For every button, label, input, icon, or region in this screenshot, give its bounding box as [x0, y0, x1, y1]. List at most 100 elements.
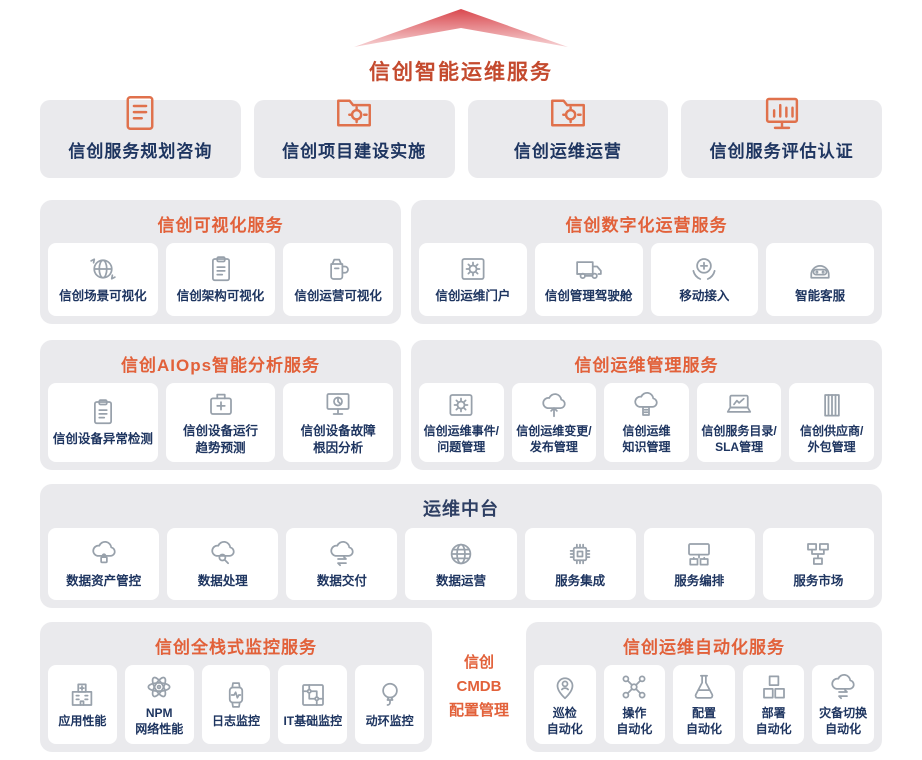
- circuit-board-icon: [298, 680, 328, 710]
- card-disaster-recovery-automation: 灾备切换 自动化: [812, 665, 874, 744]
- card-label: 信创运维事件/ 问题管理: [423, 423, 499, 454]
- monitor-pie-icon: [323, 389, 353, 419]
- card-label: 数据资产管控: [66, 573, 142, 588]
- card-facility-environment-monitoring: 动环监控: [355, 665, 424, 744]
- panel-middle-platform-cards: 数据资产管控 数据处理 数据交付 数据运营 服务集成: [48, 528, 874, 600]
- card-label: 灾备切换 自动化: [819, 705, 868, 736]
- top-service-evaluation-certification: 信创服务评估认证: [681, 100, 882, 178]
- card-anomaly-detection: 信创设备异常检测: [48, 383, 158, 462]
- card-label: 应用性能: [58, 713, 107, 728]
- card-inspection-automation: 巡检 自动化: [534, 665, 596, 744]
- cmdb-config-mgmt-label: 信创 CMDB 配置管理: [448, 654, 509, 719]
- bar-chart-icon: [761, 92, 803, 134]
- card-label: 信创管理驾驶舱: [544, 289, 633, 304]
- card-label: 信创设备异常检测: [52, 432, 153, 447]
- row-aiops-mgmt: 信创AIOps智能分析服务 信创设备异常检测 信创设备运行 趋势预测 信创设备故…: [40, 340, 882, 470]
- card-label: 数据处理: [197, 573, 248, 588]
- top-service-planning-consulting: 信创服务规划咨询: [40, 100, 241, 178]
- document-plan-icon: [119, 92, 161, 134]
- panel-ops-mgmt-title: 信创运维管理服务: [574, 356, 719, 375]
- panel-aiops-cards: 信创设备异常检测 信创设备运行 趋势预测 信创设备故障 根因分析: [48, 383, 394, 462]
- card-application-performance: 应用性能: [48, 665, 117, 744]
- cloud-search-icon: [208, 539, 238, 569]
- main-title: 信创智能运维服务: [369, 61, 553, 84]
- cloud-sync-icon: [327, 539, 357, 569]
- card-label: NPM 网络性能: [135, 705, 184, 736]
- cloud-sync-icon: [828, 672, 858, 702]
- screens-icon: [684, 539, 714, 569]
- card-incident-problem-mgmt: 信创运维事件/ 问题管理: [419, 383, 504, 462]
- panel-ops-mgmt: 信创运维管理服务 信创运维事件/ 问题管理 信创运维变更/ 发布管理 信创运维 …: [411, 340, 882, 470]
- card-label: 配置 自动化: [685, 705, 722, 736]
- panel-digital-ops-cards: 信创运维门户 信创管理驾驶舱 移动接入 智能客服: [419, 243, 874, 316]
- network-nodes-icon: [619, 672, 649, 702]
- card-label: 信创设备故障 根因分析: [300, 424, 376, 455]
- row-middle-platform: 运维中台 数据资产管控 数据处理 数据交付 数据运营: [40, 484, 882, 608]
- card-label: 信创供应商/ 外包管理: [800, 423, 864, 454]
- card-label: 移动接入: [679, 289, 730, 304]
- card-service-integration: 服务集成: [524, 528, 636, 600]
- medkit-icon: [206, 389, 236, 419]
- panel-automation-cards: 巡检 自动化 操作 自动化 配置 自动化 部署 自动化 灾备切换 自动化: [534, 665, 874, 744]
- mobile-access-icon: [689, 254, 719, 284]
- robot-icon: [805, 254, 835, 284]
- card-label: 巡检 自动化: [546, 705, 583, 736]
- panel-visualization: 信创可视化服务 信创场景可视化 信创架构可视化 信创运营可视化: [40, 200, 401, 324]
- card-data-processing: 数据处理: [167, 528, 279, 600]
- cloud-document-icon: [631, 390, 661, 420]
- cloud-upload-icon: [539, 390, 569, 420]
- card-deployment-automation: 部署 自动化: [742, 665, 805, 744]
- panel-automation: 信创运维自动化服务 巡检 自动化 操作 自动化 配置 自动化 部署 自动化: [526, 622, 882, 752]
- card-it-infrastructure-monitoring: IT基础监控: [278, 665, 348, 744]
- card-management-cockpit: 信创管理驾驶舱: [534, 243, 643, 316]
- card-label: 信创运营可视化: [294, 289, 382, 304]
- card-change-release-mgmt: 信创运维变更/ 发布管理: [511, 383, 597, 462]
- gear-panel-icon: [446, 390, 476, 420]
- card-vendor-outsourcing-mgmt: 信创供应商/ 外包管理: [789, 383, 874, 462]
- card-label: 服务编排: [674, 573, 725, 588]
- row-visualization-digital: 信创可视化服务 信创场景可视化 信创架构可视化 信创运营可视化 信创数字化运营服…: [40, 200, 882, 324]
- card-log-monitoring: 日志监控: [201, 665, 271, 744]
- card-operation-automation: 操作 自动化: [603, 665, 666, 744]
- up-arrow-shape: [354, 9, 568, 47]
- panel-ops-mgmt-cards: 信创运维事件/ 问题管理 信创运维变更/ 发布管理 信创运维 知识管理 信创服务…: [419, 383, 874, 462]
- card-trend-prediction: 信创设备运行 趋势预测: [165, 383, 276, 462]
- card-label: 信创服务目录/ SLA管理: [701, 423, 777, 454]
- container-icon: [817, 390, 847, 420]
- top-service-ops-operation: 信创运维运营: [467, 100, 669, 178]
- card-data-operation: 数据运营: [405, 528, 517, 600]
- folder-settings-icon: [547, 92, 589, 134]
- smartwatch-pulse-icon: [221, 680, 251, 710]
- card-label: 信创架构可视化: [176, 289, 265, 304]
- card-data-delivery: 数据交付: [286, 528, 398, 600]
- mug-gauge-icon: [323, 254, 353, 284]
- row-monitoring-automation: 信创全栈式监控服务 应用性能 NPM 网络性能 日志监控 IT基础监控: [40, 622, 882, 752]
- top-service-label: 信创服务规划咨询: [68, 142, 213, 161]
- card-label: 信创运维门户: [435, 289, 511, 304]
- card-label: IT基础监控: [283, 713, 343, 728]
- flask-icon: [689, 672, 719, 702]
- person-pin-icon: [550, 672, 580, 702]
- panel-aiops: 信创AIOps智能分析服务 信创设备异常检测 信创设备运行 趋势预测 信创设备故…: [40, 340, 401, 470]
- top-services-row: 信创服务规划咨询 信创项目建设实施 信创运维运营 信创服务评估认证: [40, 100, 882, 178]
- card-label: 服务集成: [555, 573, 606, 588]
- card-root-cause-analysis: 信创设备故障 根因分析: [283, 383, 394, 462]
- building-plus-icon: [67, 680, 97, 710]
- card-smart-customer-service: 智能客服: [766, 243, 874, 316]
- panel-aiops-title: 信创AIOps智能分析服务: [120, 356, 321, 375]
- card-label: 信创运维 知识管理: [622, 423, 671, 454]
- card-knowledge-mgmt: 信创运维 知识管理: [604, 383, 689, 462]
- card-service-catalog-sla-mgmt: 信创服务目录/ SLA管理: [696, 383, 782, 462]
- card-label: 部署 自动化: [755, 705, 792, 736]
- card-label: 操作 自动化: [616, 705, 653, 736]
- globe-icon: [446, 539, 476, 569]
- card-data-asset-control: 数据资产管控: [48, 528, 160, 600]
- clipboard-list-icon: [88, 397, 118, 427]
- folder-gear-icon: [333, 92, 375, 134]
- gear-panel-icon: [458, 254, 488, 284]
- card-architecture-visualization: 信创架构可视化: [165, 243, 276, 316]
- card-npm-network-performance: NPM 网络性能: [124, 665, 194, 744]
- chip-icon: [565, 539, 595, 569]
- top-service-label: 信创项目建设实施: [282, 142, 427, 161]
